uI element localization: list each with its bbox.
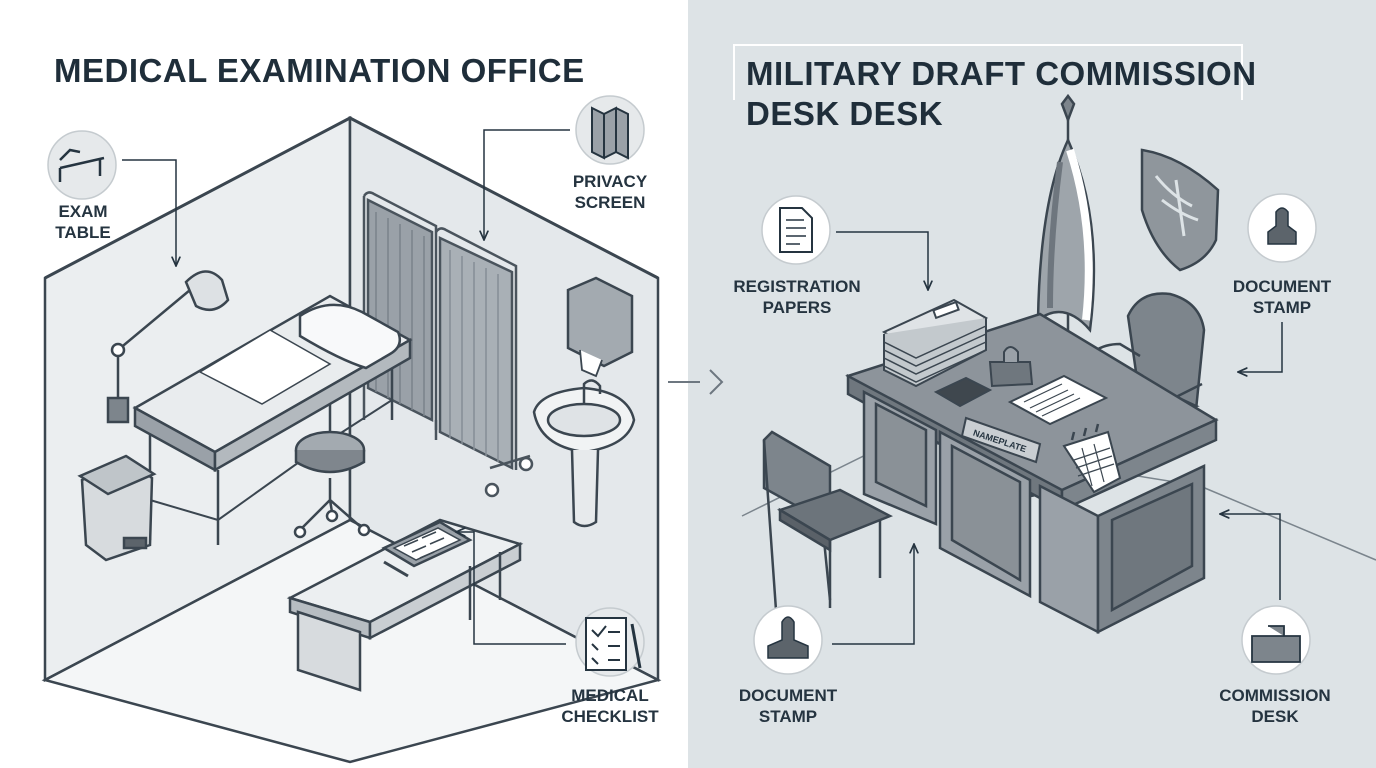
left-panel-title: MEDICAL EXAMINATION OFFICE bbox=[54, 52, 585, 89]
desk-calendar bbox=[1062, 423, 1122, 494]
exam-table-callout bbox=[47, 130, 176, 266]
document-stamp-bottom-label: DOCUMENT STAMP bbox=[738, 686, 838, 726]
medical-checklist-callout bbox=[456, 532, 645, 677]
medical-checklist-label: MEDICAL CHECKLIST bbox=[561, 686, 659, 726]
exam-table bbox=[132, 294, 413, 545]
right-title-line-1: MILITARY DRAFT COMMISSION bbox=[746, 55, 1257, 92]
nameplate: NAMEPLATE bbox=[960, 416, 1042, 464]
registration-papers-callout bbox=[761, 195, 928, 290]
right-panel-title: MILITARY DRAFT COMMISSION DESK DESK bbox=[746, 54, 1257, 134]
visitor-chair bbox=[762, 430, 893, 611]
exam-table-icon bbox=[47, 130, 117, 200]
registration-papers-label: REGISTRATION PAPERS bbox=[733, 277, 861, 317]
document-stamp-bottom-callout bbox=[753, 544, 914, 675]
privacy-screen-callout bbox=[484, 95, 645, 240]
privacy-screen-label: PRIVACY SCREEN bbox=[572, 172, 648, 212]
trash-bin bbox=[77, 454, 157, 562]
document-stamp-top-label: DOCUMENT STAMP bbox=[1232, 277, 1332, 317]
sink bbox=[532, 379, 636, 528]
commission-desk-label: COMMISSION DESK bbox=[1219, 686, 1331, 726]
desk-items bbox=[933, 346, 1109, 426]
right-title-line-2: DESK DESK bbox=[746, 95, 944, 132]
emblem-shield bbox=[1140, 148, 1220, 272]
exam-table-label: EXAM TABLE bbox=[55, 202, 111, 242]
commission-desk-callout bbox=[1220, 514, 1311, 675]
exam-lamp bbox=[106, 270, 230, 424]
registration-papers-stack bbox=[881, 298, 989, 388]
document-stamp-top-callout bbox=[1238, 193, 1317, 372]
flag bbox=[1036, 93, 1096, 360]
right-title-frame bbox=[733, 44, 1243, 100]
office-desk bbox=[286, 518, 524, 692]
rolling-stool bbox=[293, 430, 371, 539]
towel-dispenser bbox=[566, 276, 634, 378]
transition-arrow bbox=[668, 369, 724, 395]
